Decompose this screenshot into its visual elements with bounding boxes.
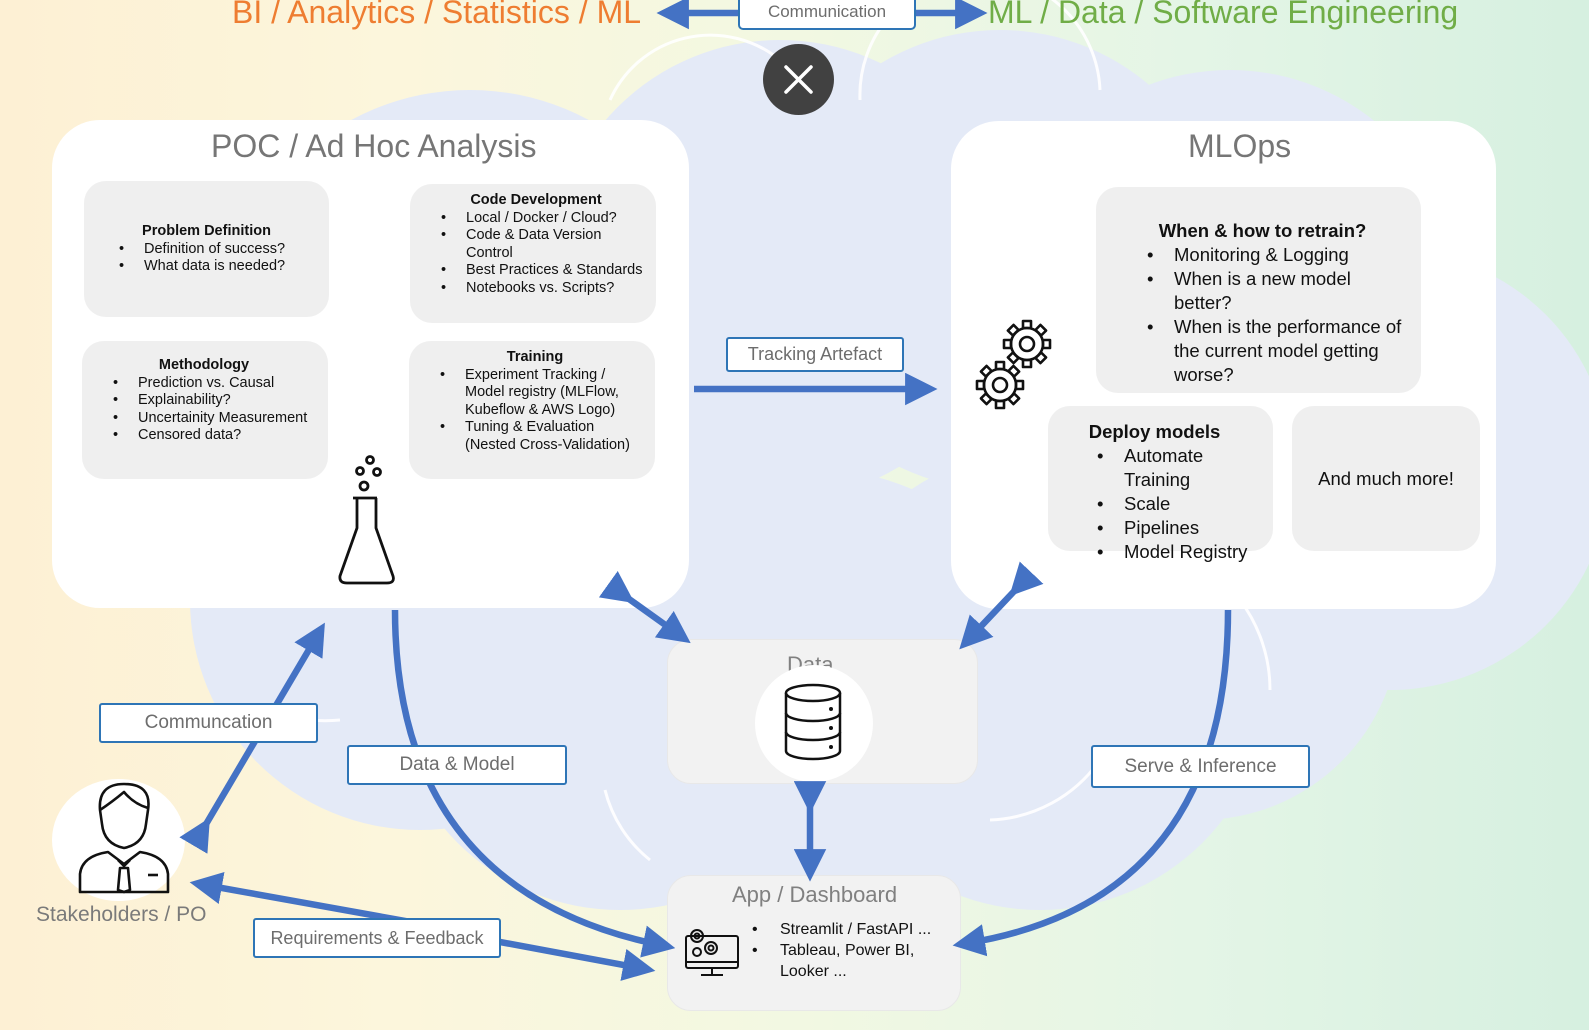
database-icon bbox=[784, 683, 842, 761]
list-item: Scale bbox=[1097, 492, 1265, 516]
problem-definition-list: Definition of success? What data is need… bbox=[114, 241, 319, 276]
list-item: Experiment Tracking / Model registry (ML… bbox=[440, 367, 647, 420]
poc-title: POC / Ad Hoc Analysis bbox=[211, 128, 537, 164]
list-item: When is a new model better? bbox=[1147, 267, 1409, 315]
problem-definition-title: Problem Definition bbox=[142, 223, 271, 239]
requirements-app-arrow bbox=[499, 938, 656, 981]
retrain-list: Monitoring & Logging When is a new model… bbox=[1144, 243, 1409, 387]
list-item: When is the performance of the current m… bbox=[1147, 315, 1409, 387]
much-more-text: And much more! bbox=[1318, 467, 1454, 489]
app-dashboard-list: Streamlit / FastAPI ... Tableau, Power B… bbox=[752, 919, 952, 982]
communcation-label: Communcation bbox=[99, 703, 318, 743]
list-item: What data is needed? bbox=[119, 258, 319, 276]
list-item: Local / Docker / Cloud? bbox=[441, 210, 648, 228]
list-item: Streamlit / FastAPI ... bbox=[752, 919, 952, 940]
communication-label: Communication bbox=[738, 0, 916, 30]
tracking-artefact-label: Tracking Artefact bbox=[726, 337, 904, 372]
training-box: Training Experiment Tracking / Model reg… bbox=[409, 341, 655, 479]
list-item: Tableau, Power BI, Looker ... bbox=[752, 940, 952, 982]
code-development-title: Code Development bbox=[470, 192, 602, 208]
poc-data-arrow bbox=[598, 570, 691, 644]
mlops-title: MLOps bbox=[1188, 128, 1292, 164]
list-item: Notebooks vs. Scripts? bbox=[441, 280, 648, 298]
methodology-list: Prediction vs. Causal Explainability? Un… bbox=[108, 375, 320, 445]
code-development-box: Code Development Local / Docker / Cloud?… bbox=[410, 184, 656, 323]
much-more-box: And much more! bbox=[1292, 406, 1480, 551]
list-item: Explainability? bbox=[113, 392, 320, 410]
list-item: Uncertainity Measurement bbox=[113, 410, 320, 428]
serve-inference-arrow bbox=[952, 609, 1232, 957]
deploy-models-list: Automate Training Scale Pipelines Model … bbox=[1094, 444, 1265, 564]
requirements-feedback-label: Requirements & Feedback bbox=[253, 918, 501, 958]
list-item: Prediction vs. Causal bbox=[113, 375, 320, 393]
retrain-box: When & how to retrain? Monitoring & Logg… bbox=[1096, 187, 1421, 393]
app-dashboard-title: App / Dashboard bbox=[732, 882, 898, 907]
list-item: Best Practices & Standards bbox=[441, 262, 648, 280]
header-right-title: ML / Data / Software Engineering bbox=[988, 0, 1459, 30]
monitor-gears-icon bbox=[685, 929, 739, 976]
header-left-title: BI / Analytics / Statistics / ML bbox=[232, 0, 642, 30]
mlops-data-arrow bbox=[959, 561, 1044, 650]
list-item: Monitoring & Logging bbox=[1147, 243, 1409, 267]
deploy-models-box: Deploy models Automate Training Scale Pi… bbox=[1048, 406, 1273, 564]
data-model-arrow bbox=[391, 609, 676, 958]
data-model-label: Data & Model bbox=[347, 745, 567, 785]
close-icon bbox=[784, 65, 813, 94]
stakeholders-label: Stakeholders / PO bbox=[36, 903, 207, 926]
list-item: Pipelines bbox=[1097, 516, 1265, 540]
list-item: Model Registry bbox=[1097, 540, 1265, 564]
list-item: Censored data? bbox=[113, 427, 320, 445]
training-title: Training bbox=[506, 349, 564, 365]
list-item: Definition of success? bbox=[119, 241, 319, 259]
retrain-title: When & how to retrain? bbox=[1158, 220, 1367, 241]
methodology-title: Methodology bbox=[158, 357, 250, 373]
training-list: Experiment Tracking / Model registry (ML… bbox=[435, 367, 647, 455]
code-development-list: Local / Docker / Cloud? Code & Data Vers… bbox=[436, 210, 648, 298]
list-item: Code & Data Version Control bbox=[441, 227, 648, 262]
flask-icon bbox=[338, 455, 395, 585]
stakeholder-icon bbox=[78, 782, 170, 894]
close-button[interactable] bbox=[763, 44, 834, 115]
list-item: Tuning & Evaluation (Nested Cross-Valida… bbox=[440, 419, 647, 454]
list-item: Automate Training bbox=[1097, 444, 1265, 492]
methodology-box: Methodology Prediction vs. Causal Explai… bbox=[82, 341, 328, 479]
gears-icon bbox=[975, 319, 1052, 410]
deploy-models-title: Deploy models bbox=[1088, 421, 1221, 442]
problem-definition-box: Problem Definition Definition of success… bbox=[84, 181, 329, 317]
serve-inference-label: Serve & Inference bbox=[1091, 745, 1310, 788]
